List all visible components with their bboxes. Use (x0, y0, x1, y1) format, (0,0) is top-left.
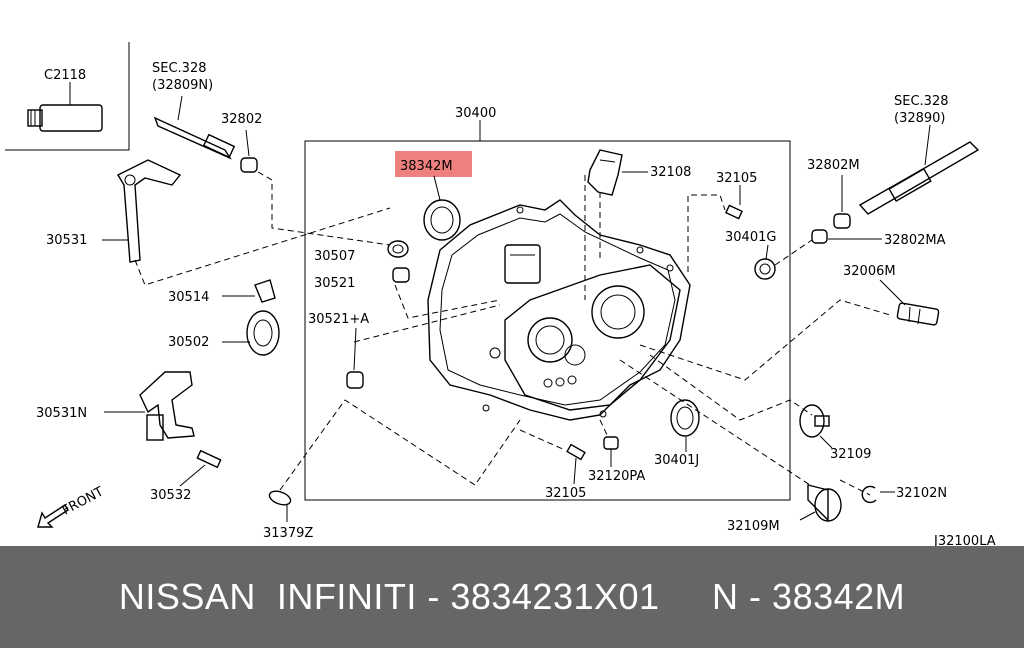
label-sec328-right: SEC.328 (894, 94, 949, 109)
highlight-box (395, 151, 472, 177)
label-30400: 30400 (455, 106, 496, 121)
label-32108: 32108 (650, 165, 691, 180)
plug-32120pa (603, 436, 619, 467)
label-38342m: 38342M (400, 159, 453, 174)
seal-30401j (670, 399, 700, 452)
parts-diagram: C2118 SEC.328 (32809N) 32802 30400 38342… (5, 42, 996, 546)
bushing-32802ma (811, 229, 882, 244)
clip-32102n (861, 485, 895, 504)
bushing-30521 (392, 267, 410, 283)
part-number-caption: NISSAN INFINITI - 3834231X01 N - 38342M (118, 576, 906, 617)
label-30521a: 30521+A (308, 312, 369, 327)
c2118-part (27, 82, 103, 132)
label-30521: 30521 (314, 276, 355, 291)
label-32105-bottom: 32105 (545, 486, 586, 501)
c2118-frame (5, 42, 130, 151)
label-diagram-code: J32100LA (933, 534, 996, 546)
label-ref-32809n: (32809N) (152, 78, 213, 93)
label-31379z: 31379Z (263, 526, 313, 541)
seal-30401g (754, 244, 776, 280)
label-32109m: 32109M (727, 519, 780, 534)
bushing-32802 (240, 129, 258, 173)
clip-31379z (268, 490, 292, 522)
label-30507: 30507 (314, 249, 355, 264)
label-32802m: 32802M (807, 158, 860, 173)
fork-30531n (104, 371, 195, 441)
label-32109: 32109 (830, 447, 871, 462)
pin-32105-top (725, 185, 743, 220)
label-30514: 30514 (168, 290, 209, 305)
label-30502: 30502 (168, 335, 209, 350)
bearing-30502 (222, 310, 280, 356)
label-32105-top: 32105 (716, 171, 757, 186)
sensor-32006m (879, 279, 940, 326)
label-32802ma: 32802MA (884, 233, 946, 248)
shaft-32890 (858, 124, 980, 215)
cap-32109m (799, 484, 842, 522)
label-sec328-top: SEC.328 (152, 61, 207, 76)
footer-bar: NISSAN INFINITI - 3834231X01 N - 38342M (0, 546, 1024, 648)
label-c2118: C2118 (44, 68, 86, 83)
label-30401j: 30401J (654, 453, 699, 468)
pin-32105-bottom (566, 443, 586, 485)
label-32802: 32802 (221, 112, 262, 127)
label-32102n: 32102N (896, 486, 947, 501)
label-front: FRONT (60, 484, 106, 518)
label-32120pa: 32120PA (588, 469, 645, 484)
label-32006m: 32006M (843, 264, 896, 279)
clip-30514 (222, 279, 276, 303)
front-arrow-icon (37, 504, 69, 528)
bushing-32802m (833, 175, 851, 229)
shaft-32809n (153, 95, 236, 160)
housing-frame (304, 140, 791, 501)
label-30531n: 30531N (36, 406, 87, 421)
pin-30532 (179, 449, 222, 487)
reference-lines (134, 171, 891, 496)
transmission-case (427, 199, 691, 421)
label-30531: 30531 (46, 233, 87, 248)
bracket-32108 (587, 149, 648, 196)
seal-30507 (387, 240, 409, 258)
oil-seal-38342m (423, 175, 461, 241)
bushing-30521a (346, 327, 364, 389)
fork-30531 (102, 159, 182, 263)
label-30401g: 30401G (725, 230, 776, 245)
cap-32109 (799, 404, 833, 449)
label-ref-32890: (32890) (894, 111, 946, 126)
label-30532: 30532 (150, 488, 191, 503)
